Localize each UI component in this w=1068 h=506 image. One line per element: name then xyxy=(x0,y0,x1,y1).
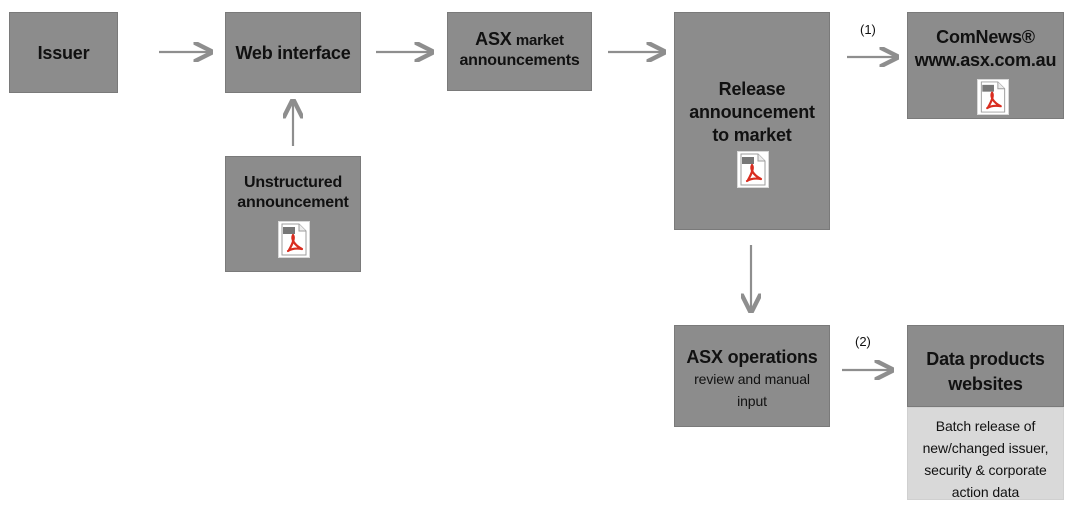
pdf-document-icon xyxy=(737,151,769,188)
batch-release-line-2: new/changed issuer, xyxy=(922,440,1049,456)
batch-release-box: Batch release of new/changed issuer, sec… xyxy=(907,407,1064,500)
flow-label-1: (1) xyxy=(860,22,876,37)
data-products-websites-box: Data products websites xyxy=(907,325,1064,407)
input-label: input xyxy=(737,393,767,409)
issuer-box: Issuer xyxy=(9,12,118,93)
websites-label: websites xyxy=(948,374,1023,394)
comnews-box: ComNews® www.asx.com.au xyxy=(907,12,1064,119)
pdf-document-icon xyxy=(278,221,310,258)
flow-label-2: (2) xyxy=(855,334,871,349)
release-line-2: announcement xyxy=(689,102,815,122)
unstructured-line-1: Unstructured xyxy=(243,174,343,191)
release-line-1: Release xyxy=(718,79,786,99)
batch-release-line-4: action data xyxy=(951,484,1020,500)
comnews-label: ComNews® xyxy=(936,27,1035,47)
pdf-symbol-icon xyxy=(980,81,1006,113)
issuer-label: Issuer xyxy=(37,43,90,63)
unstructured-announcement-box: Unstructured announcement xyxy=(225,156,361,272)
pdf-symbol-icon xyxy=(740,153,766,186)
review-manual-label: review and manual xyxy=(694,371,810,387)
web-interface-label: Web interface xyxy=(235,43,351,63)
asx-operations-box: ASX operations review and manual input xyxy=(674,325,830,427)
asx-label: ASX xyxy=(475,29,512,49)
release-announcement-box: Release announcement to market xyxy=(674,12,830,230)
unstructured-line-2: announcement xyxy=(237,194,349,211)
batch-release-line-3: security & corporate xyxy=(924,462,1047,478)
asx-operations-label: ASX operations xyxy=(686,347,818,367)
batch-release-line-1: Batch release of xyxy=(935,418,1036,434)
release-line-3: to market xyxy=(712,125,792,145)
pdf-document-icon xyxy=(977,79,1009,115)
announcements-label: announcements xyxy=(459,52,580,69)
web-interface-box: Web interface xyxy=(225,12,361,93)
data-products-label: Data products xyxy=(926,349,1045,369)
market-label: market xyxy=(515,32,564,49)
asx-market-title: ASX market xyxy=(448,29,591,50)
asx-market-announcements-box: ASX market announcements xyxy=(447,12,592,91)
asx-website-label: www.asx.com.au xyxy=(914,50,1057,70)
pdf-symbol-icon xyxy=(281,223,307,256)
